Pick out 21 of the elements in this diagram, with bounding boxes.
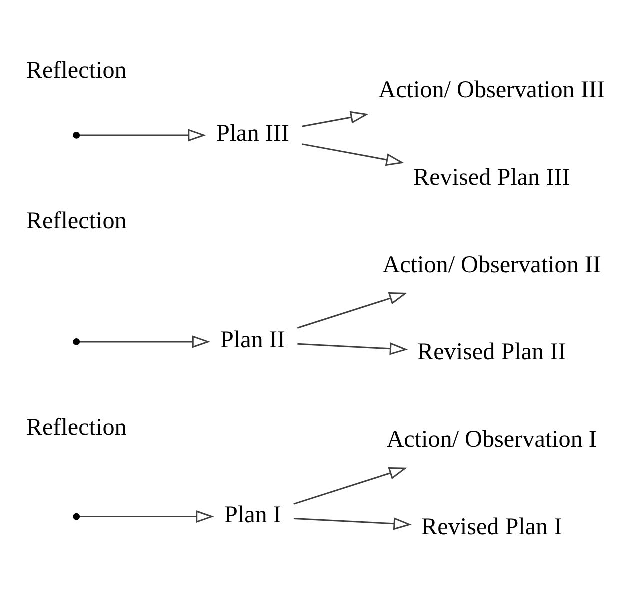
node-text: Revised Plan I bbox=[422, 514, 562, 541]
node-text: Action/ Observation II bbox=[382, 252, 601, 278]
arrow bbox=[80, 129, 206, 142]
node-text: Plan I bbox=[224, 502, 282, 529]
arrow bbox=[80, 510, 214, 524]
arrow bbox=[298, 342, 408, 356]
arrow bbox=[302, 144, 404, 166]
node-text: Reflection bbox=[26, 415, 127, 442]
node-text: Plan II bbox=[220, 328, 286, 354]
node-text: Revised Plan II bbox=[418, 340, 566, 366]
node-text: Action/ Observation I bbox=[386, 427, 597, 454]
node-text: Reflection bbox=[26, 208, 127, 235]
node-text: Reflection bbox=[26, 58, 127, 84]
arrow bbox=[80, 336, 210, 348]
arrow bbox=[294, 518, 412, 530]
arrow bbox=[302, 111, 369, 128]
node-text: Action/ Observation III bbox=[378, 77, 605, 104]
arrow bbox=[294, 467, 408, 505]
node-text: Plan III bbox=[216, 121, 290, 148]
arrow bbox=[297, 292, 408, 329]
node-text: Revised Plan III bbox=[414, 164, 570, 191]
